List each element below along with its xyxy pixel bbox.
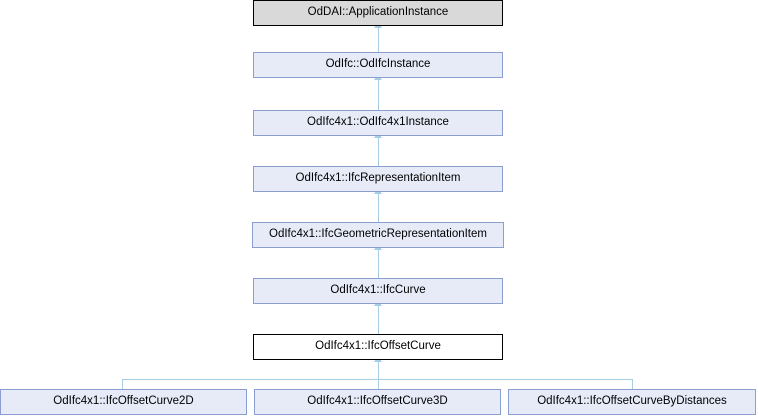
class-node-ifc-offset-curve-3d[interactable]: OdIfc4x1::IfcOffsetCurve3D xyxy=(254,389,501,415)
class-node-ifc-curve[interactable]: OdIfc4x1::IfcCurve xyxy=(253,278,503,304)
class-node-od-dai-application-instance[interactable]: OdDAI::ApplicationInstance xyxy=(253,0,503,26)
edge-line-fork-riser xyxy=(378,360,379,379)
class-node-ifc-representation-item[interactable]: OdIfc4x1::IfcRepresentationItem xyxy=(253,166,503,192)
class-node-label: OdDAI::ApplicationInstance xyxy=(307,6,449,19)
class-node-label: OdIfc4x1::IfcCurve xyxy=(330,284,426,297)
class-node-label: OdIfc::OdIfcInstance xyxy=(325,58,431,71)
edge-line-n3-n2 xyxy=(378,136,379,166)
edge-line-n4-n3 xyxy=(378,192,379,222)
class-node-ifc-offset-curve-by-distances[interactable]: OdIfc4x1::IfcOffsetCurveByDistances xyxy=(508,389,756,415)
edge-line-n6-n5 xyxy=(378,304,379,334)
class-node-label: OdIfc4x1::IfcOffsetCurve3D xyxy=(307,395,448,408)
class-node-od-ifc-od-ifc-instance[interactable]: OdIfc::OdIfcInstance xyxy=(253,52,503,78)
edge-line-n2-n1 xyxy=(378,78,379,110)
class-node-label: OdIfc4x1::OdIfc4x1Instance xyxy=(307,116,449,129)
edge-line-n9-fork xyxy=(632,379,633,389)
class-node-ifc-offset-curve-2d[interactable]: OdIfc4x1::IfcOffsetCurve2D xyxy=(0,389,247,415)
class-node-label: OdIfc4x1::IfcOffsetCurve xyxy=(315,340,441,353)
class-node-od-ifc4x1-od-ifc4x1-instance[interactable]: OdIfc4x1::OdIfc4x1Instance xyxy=(253,110,503,136)
class-node-ifc-offset-curve[interactable]: OdIfc4x1::IfcOffsetCurve xyxy=(253,334,503,360)
class-node-label: OdIfc4x1::IfcOffsetCurveByDistances xyxy=(537,395,727,408)
class-node-ifc-geometric-representation-item[interactable]: OdIfc4x1::IfcGeometricRepresentationItem xyxy=(252,222,504,248)
edge-line-n7-fork xyxy=(122,379,123,389)
edge-line-fork-bus xyxy=(122,379,633,380)
edge-line-n8-fork xyxy=(378,379,379,389)
edge-line-n1-n0 xyxy=(378,26,379,52)
class-node-label: OdIfc4x1::IfcOffsetCurve2D xyxy=(53,395,194,408)
class-node-label: OdIfc4x1::IfcGeometricRepresentationItem xyxy=(269,228,487,241)
class-node-label: OdIfc4x1::IfcRepresentationItem xyxy=(295,172,461,185)
edge-line-n5-n4 xyxy=(378,248,379,278)
